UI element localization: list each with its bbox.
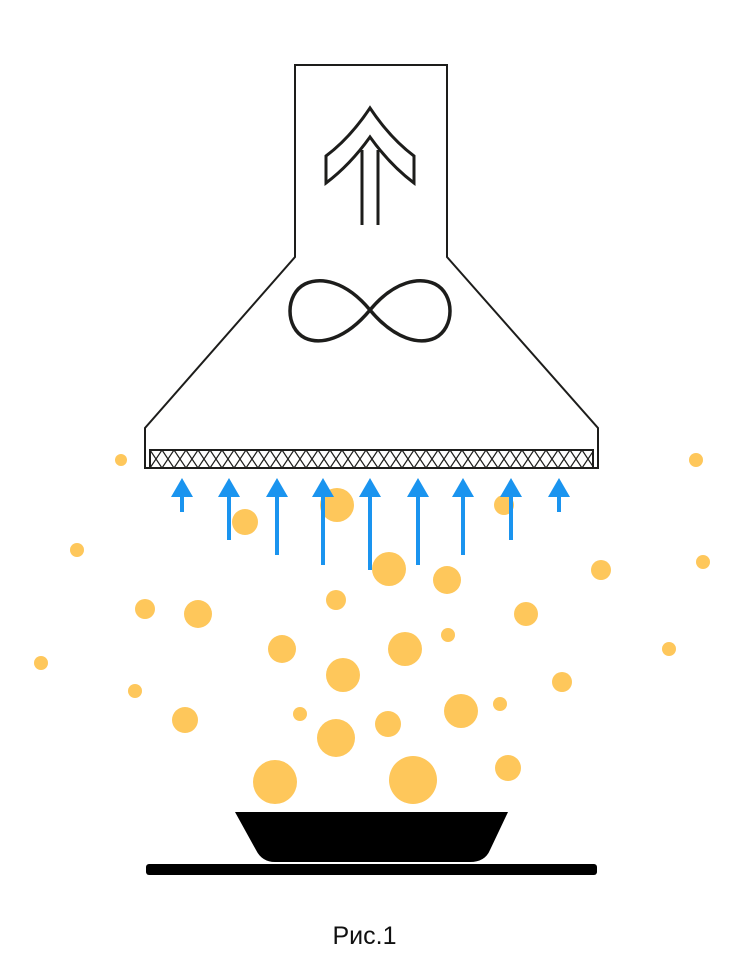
frying-pan — [235, 812, 508, 862]
grease-particle — [184, 600, 212, 628]
grease-particle — [552, 672, 572, 692]
grease-particle — [232, 509, 258, 535]
airflow-arrow-icon — [171, 478, 193, 512]
grease-particle — [70, 543, 84, 557]
grease-particle — [388, 632, 422, 666]
grease-particle — [662, 642, 676, 656]
grease-particle — [441, 628, 455, 642]
grease-particle — [591, 560, 611, 580]
grease-particle — [689, 453, 703, 467]
grease-particle — [389, 756, 437, 804]
airflow-arrow-icon — [548, 478, 570, 512]
grease-particle — [326, 590, 346, 610]
airflow-arrow-icon — [266, 478, 288, 555]
grease-particle — [444, 694, 478, 728]
grease-particle — [495, 755, 521, 781]
grease-particle — [268, 635, 296, 663]
exhaust-arrow-icon — [324, 105, 416, 225]
grease-particle — [115, 454, 127, 466]
grease-particle — [135, 599, 155, 619]
grease-particle — [372, 552, 406, 586]
grease-particle — [293, 707, 307, 721]
hood-outline — [144, 64, 599, 469]
grease-particle — [375, 711, 401, 737]
grease-particle — [172, 707, 198, 733]
stove-plate — [146, 864, 597, 875]
grease-particles — [34, 453, 710, 804]
grease-particle — [493, 697, 507, 711]
grease-filter — [149, 449, 594, 469]
grease-particle — [433, 566, 461, 594]
airflow-arrow-icon — [359, 478, 381, 570]
grease-particle — [696, 555, 710, 569]
airflow-arrow-icon — [312, 478, 334, 565]
grease-particle — [253, 760, 297, 804]
airflow-arrow-icon — [407, 478, 429, 565]
grease-particle — [128, 684, 142, 698]
airflow-arrows — [171, 478, 570, 570]
airflow-arrow-icon — [218, 478, 240, 540]
fan-icon — [288, 279, 452, 343]
grease-particle — [34, 656, 48, 670]
airflow-arrow-icon — [452, 478, 474, 555]
figure-caption: Рис.1 — [332, 922, 397, 950]
airflow-arrow-icon — [500, 478, 522, 540]
grease-particle — [326, 658, 360, 692]
grease-particle — [514, 602, 538, 626]
grease-particle — [317, 719, 355, 757]
